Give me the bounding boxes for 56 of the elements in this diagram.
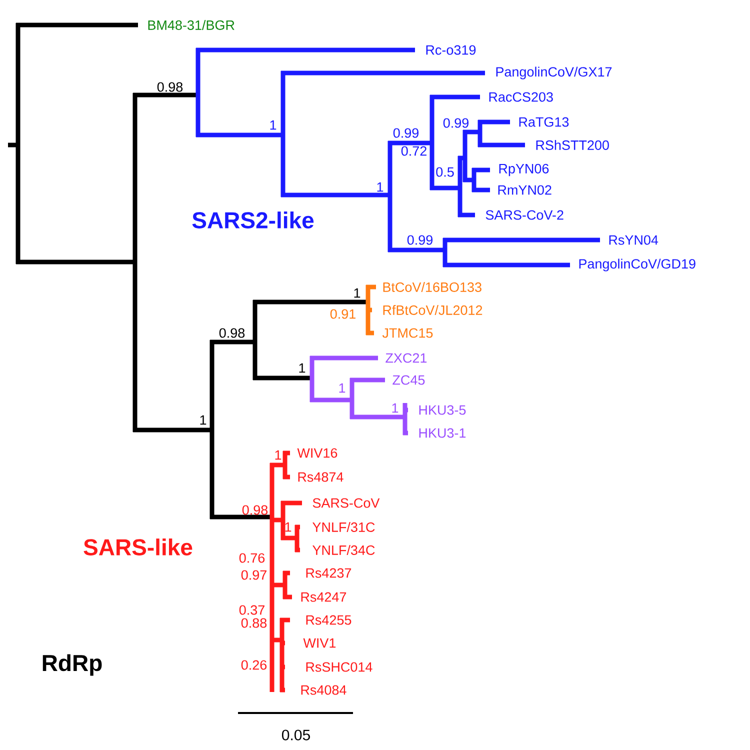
support-value: 0.99	[443, 118, 468, 128]
taxon-label: Rs4874	[298, 472, 344, 482]
taxon-label: RfBtCoV/JL2012	[383, 305, 482, 315]
title: RdRp	[42, 654, 102, 676]
taxon-label: ZXC21	[386, 353, 427, 363]
taxon-label: BtCoV/16BO133	[383, 282, 482, 292]
taxon-label: YNLF/34C	[312, 545, 375, 555]
taxon-label: RsYN04	[609, 235, 658, 245]
support-value: 0.98	[242, 505, 268, 515]
taxon-label: SARS-CoV-2	[486, 210, 564, 220]
taxon-label: ZC45	[392, 375, 425, 385]
taxon-label: Rs4237	[306, 568, 352, 578]
support-value: 1	[200, 415, 206, 425]
taxon-label: HKU3-5	[419, 405, 466, 415]
taxon-label: RShSTT200	[536, 140, 609, 150]
taxon-label: RpYN06	[499, 164, 549, 176]
taxon-label: Rs4255	[306, 615, 352, 625]
taxon-label: WIV1	[303, 638, 336, 648]
taxon-label: BM48-31/BGR	[148, 20, 234, 30]
support-value: 1	[275, 450, 282, 460]
taxon-label: RacCS203	[489, 92, 553, 102]
support-value: 0.99	[407, 235, 432, 245]
support-value: 0.98	[157, 82, 183, 92]
support-value: 1	[299, 363, 306, 373]
support-value: 0.72	[401, 146, 426, 156]
support-value: 0.37	[239, 605, 264, 615]
taxon-label: RsSHC014	[306, 662, 372, 672]
support-value: 1	[339, 383, 346, 393]
support-value: 1	[285, 522, 292, 532]
support-value: 0.97	[241, 570, 266, 580]
taxon-label: YNLF/31C	[312, 522, 375, 532]
support-value: 1	[392, 403, 398, 413]
taxon-label: WIV16	[297, 448, 338, 458]
support-value: 0.98	[219, 328, 245, 338]
support-value: 0.76	[239, 553, 265, 563]
taxon-label: Rc-o319	[426, 45, 476, 55]
taxon-label: RmYN02	[498, 185, 552, 195]
taxon-label: PangolinCoV/GD19	[579, 258, 696, 272]
clade-label: SARS2-like	[192, 212, 314, 228]
support-value: 0.5	[436, 167, 454, 177]
support-value: 0.26	[241, 660, 267, 670]
clade-label: SARS-like	[84, 538, 192, 556]
support-value: 1	[377, 182, 384, 192]
taxon-label: RaTG13	[519, 117, 569, 127]
taxon-label: PangolinCoV/GX17	[496, 66, 612, 80]
taxon-label: SARS-CoV	[312, 498, 380, 508]
scale-label: 0.05	[282, 730, 310, 740]
taxon-label: HKU3-1	[419, 428, 466, 438]
support-value: 0.91	[330, 309, 356, 319]
support-value: 1	[270, 120, 276, 130]
taxon-label: Rs4084	[301, 685, 346, 695]
support-value: 0.88	[241, 618, 267, 628]
support-value: 0.99	[393, 128, 418, 138]
taxon-label: Rs4247	[301, 592, 346, 602]
support-value: 1	[354, 288, 360, 298]
taxon-label: JTMC15	[382, 328, 433, 338]
